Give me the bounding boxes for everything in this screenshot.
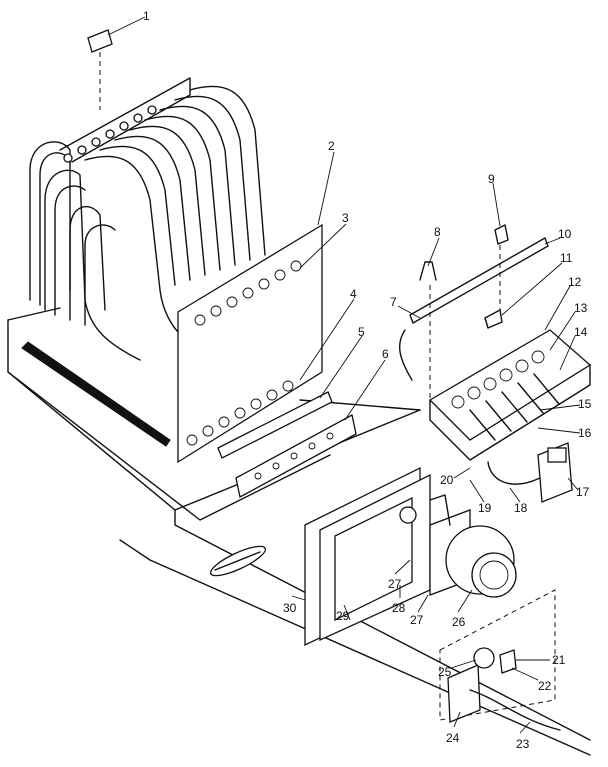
callout-21: 21: [552, 653, 566, 667]
callout-18: 18: [514, 501, 528, 515]
callout-15: 15: [578, 397, 592, 411]
callout-4: 4: [350, 287, 357, 301]
callout-30: 30: [283, 601, 297, 615]
callout-20: 20: [440, 473, 454, 487]
callout-22: 22: [538, 679, 552, 693]
inducer-assembly: [304, 466, 517, 647]
callout-13: 13: [574, 301, 588, 315]
callout-19: 19: [478, 501, 492, 515]
callout-numbers: 1 2 3 4 5 6 7 8 9 10 11 12 13 14 15 16 1…: [143, 9, 592, 751]
callout-8: 8: [434, 225, 441, 239]
callout-27a: 27: [388, 577, 402, 591]
callout-28: 28: [392, 601, 406, 615]
callout-6: 6: [382, 347, 389, 361]
callout-10: 10: [558, 227, 572, 241]
callout-16: 16: [578, 426, 592, 440]
callout-12: 12: [568, 275, 582, 289]
cabinet-base: [7, 307, 591, 756]
callout-27b: 27: [410, 613, 424, 627]
callout-24: 24: [446, 731, 460, 745]
callout-leaders: [107, 16, 581, 734]
callout-26: 26: [452, 615, 466, 629]
callout-5: 5: [358, 325, 365, 339]
burner-assembly: [398, 224, 592, 461]
panel-screws-upper: [194, 260, 302, 326]
pressure-switch-bracket: [439, 589, 561, 731]
gasket-strip: [217, 391, 333, 459]
callout-2: 2: [328, 139, 335, 153]
gas-valve: [487, 442, 573, 503]
callout-17: 17: [576, 485, 590, 499]
callout-1: 1: [143, 9, 150, 23]
vent-fitting: [87, 29, 113, 110]
panel-screws-lower: [186, 380, 294, 446]
callout-11: 11: [560, 251, 573, 265]
callout-25: 25: [438, 665, 452, 679]
front-panel: [177, 223, 323, 464]
cover-plate: [235, 414, 357, 498]
heat-exchanger: [29, 77, 266, 371]
callout-14: 14: [574, 325, 588, 339]
callout-29: 29: [336, 609, 350, 623]
callout-3: 3: [342, 211, 349, 225]
callout-7: 7: [390, 295, 397, 309]
callout-9: 9: [488, 172, 495, 186]
callout-23: 23: [516, 737, 530, 751]
